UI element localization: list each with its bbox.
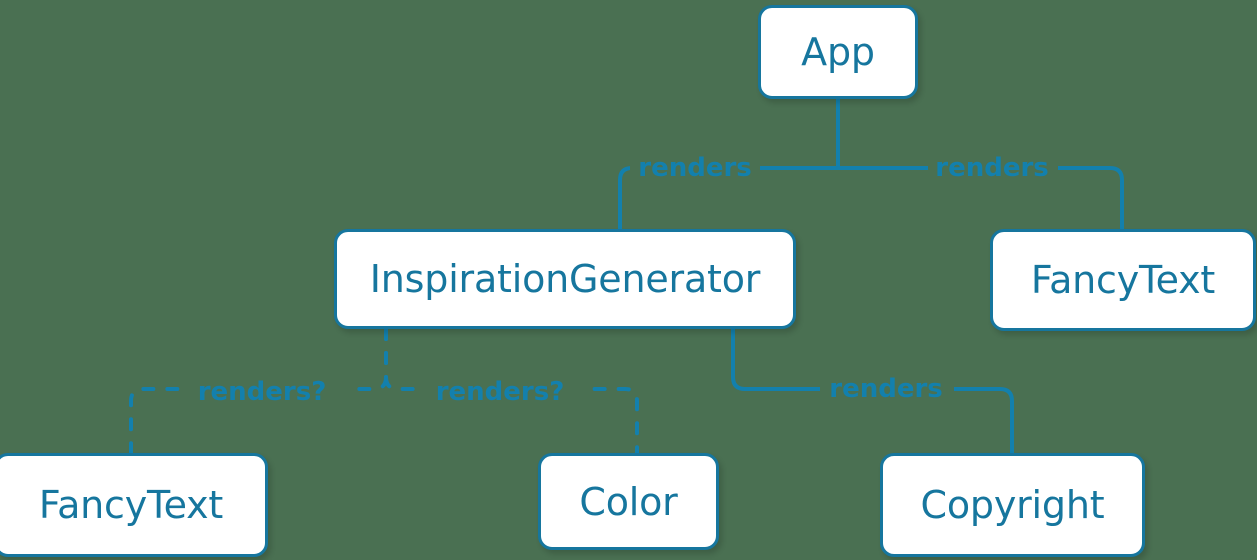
- edge-label-app-to-fancytext-right: renders: [935, 153, 1049, 183]
- node-inspiration-generator-label: InspirationGenerator: [369, 257, 761, 301]
- edge-label-inspiration-generator-to-color: renders?: [435, 377, 565, 407]
- node-copyright[interactable]: Copyright: [880, 453, 1145, 557]
- node-inspiration-generator[interactable]: InspirationGenerator: [334, 229, 796, 329]
- node-fancytext-right[interactable]: FancyText: [990, 229, 1256, 331]
- edge-label-inspiration-generator-to-fancytext-bottom: renders?: [197, 377, 327, 407]
- node-fancytext-right-label: FancyText: [1030, 258, 1216, 302]
- node-app[interactable]: App: [758, 5, 918, 99]
- edge-app-to-fancytext-right: [836, 166, 1124, 231]
- node-copyright-label: Copyright: [920, 483, 1105, 527]
- node-color-label: Color: [579, 479, 678, 524]
- node-fancytext-bottom-label: FancyText: [38, 483, 224, 527]
- edge-label-app-to-inspiration-generator: renders: [638, 153, 752, 183]
- node-color[interactable]: Color: [538, 453, 719, 550]
- edge-inspiration-generator-to-color: [384, 327, 639, 455]
- edge-label-inspiration-generator-to-copyright: renders: [829, 374, 943, 404]
- node-fancytext-bottom[interactable]: FancyText: [0, 453, 268, 557]
- node-app-label: App: [801, 30, 875, 74]
